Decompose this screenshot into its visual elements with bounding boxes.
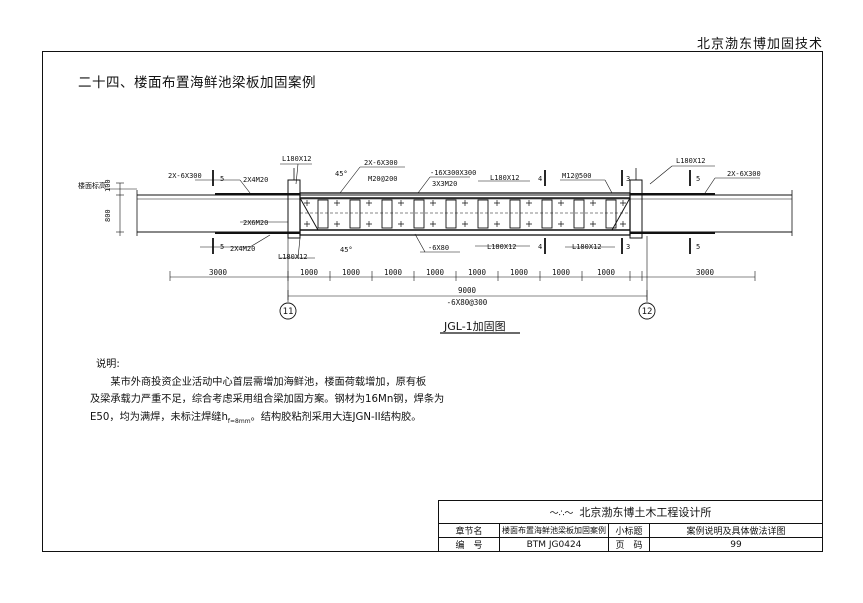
axis-label-left: 11 — [283, 307, 294, 317]
drawing-caption: JGL-1加固图 — [443, 320, 506, 333]
notes-weld-size: f=8mm — [227, 417, 251, 425]
notes-line-2: 及梁承载力严重不足，综合考虑采用组合梁加固方案。钢材为16Mn钢，焊条为 — [90, 394, 445, 405]
drawing-frame — [42, 51, 823, 552]
sec3-b: 3 — [626, 243, 630, 251]
code-label: 编 号 — [438, 537, 500, 552]
l180-label-b: L180X12 — [278, 253, 308, 261]
title-block-company-text: 北京渤东博土木工程设计所 — [579, 506, 712, 519]
span-label: 1000 — [597, 268, 616, 277]
bolt-3-label: 3X3M20 — [432, 180, 457, 188]
sec4-b: 4 — [538, 243, 542, 251]
sec5-d: 5 — [696, 243, 700, 251]
height-100-label: 100 — [104, 179, 112, 192]
span-label: 3000 — [209, 268, 228, 277]
floor-level-label: 楼面标高 — [78, 181, 106, 190]
company-header: 北京渤东博加固技术 — [696, 37, 823, 52]
bolt-top-left-label: 2X4M20 — [243, 176, 268, 184]
bolt-grid-label: M20@200 — [368, 175, 398, 183]
axis-label-right: 12 — [642, 307, 653, 317]
m12-label: M12@500 — [562, 172, 592, 180]
l180-label-e: L180X12 — [676, 157, 706, 165]
l180-label-a: L180X12 — [282, 155, 312, 163]
top-plate-label: -16X300X300 — [430, 169, 476, 177]
subtitle-label: 小标题 — [608, 523, 650, 538]
span-label: 1000 — [300, 268, 319, 277]
chapter-value: 楼面布置海鲜池梁板加固案例 — [499, 523, 609, 538]
sec5-b: 5 — [220, 243, 224, 251]
span-label: 1000 — [510, 268, 529, 277]
title-block: 〜∴〜北京渤东博土木工程设计所 章节名 楼面布置海鲜池梁板加固案例 小标题 案例… — [438, 500, 823, 552]
page-number: 99 — [649, 537, 823, 552]
title-block-company: 〜∴〜北京渤东博土木工程设计所 — [438, 500, 823, 524]
plate-right-label: 2X-6X300 — [727, 170, 761, 178]
span-label: 1000 — [468, 268, 487, 277]
company-logo-icon: 〜∴〜 — [549, 509, 574, 519]
plate-mid-label: 2X-6X300 — [364, 159, 398, 167]
subtitle-value: 案例说明及具体做法详图 — [649, 523, 823, 538]
angle-a-label: 45° — [335, 170, 348, 178]
angle-b-label: 45° — [340, 246, 353, 254]
span-label: 1000 — [552, 268, 571, 277]
notes-line-3-text: E50，均为满焊，未标注焊缝h — [90, 411, 228, 423]
bolt-side-label: 2X6M20 — [243, 219, 268, 227]
bottom-plate-label: -6X80 — [428, 244, 449, 252]
sec5-c: 5 — [696, 175, 700, 183]
section-title: 二十四、楼面布置海鲜池梁板加固案例 — [78, 75, 316, 91]
height-800-label: 800 — [104, 209, 112, 222]
chapter-label: 章节名 — [438, 523, 500, 538]
l180-label-d: L180X12 — [487, 243, 517, 251]
span-label: 1000 — [342, 268, 361, 277]
span-label: 1000 — [426, 268, 445, 277]
total-span-label: 9000 — [458, 286, 477, 295]
l180-label-c: L180X12 — [490, 174, 520, 182]
sec4-a: 4 — [538, 175, 542, 183]
plate-left-label: 2X-6X300 — [168, 172, 202, 180]
notes-line-1: 某市外商投资企业活动中心首层需增加海鲜池，楼面荷载增加，原有板 — [110, 376, 427, 388]
sec5-a: 5 — [220, 175, 224, 183]
l180-label-f: L180X12 — [572, 243, 602, 251]
notes-heading: 说明: — [96, 359, 120, 370]
span-label: 1000 — [384, 268, 403, 277]
notes-line-3-end: 。结构胶粘剂采用大连JGN-II结构胶。 — [250, 411, 422, 423]
strip-label: -6X80@300 — [447, 298, 488, 307]
notes-line-3: E50，均为满焊，未标注焊缝hf=8mm。结构胶粘剂采用大连JGN-II结构胶。 — [90, 409, 460, 431]
notes-block: 说明: 某市外商投资企业活动中心首层需增加海鲜池，楼面荷载增加，原有板 及梁承载… — [90, 356, 460, 430]
bolt-bot-left-label: 2X4M20 — [230, 245, 255, 253]
page-label: 页 码 — [608, 537, 650, 552]
sec3-a: 3 — [626, 175, 630, 183]
code-value: BTM JG0424 — [499, 537, 609, 552]
span-label: 3000 — [696, 268, 715, 277]
